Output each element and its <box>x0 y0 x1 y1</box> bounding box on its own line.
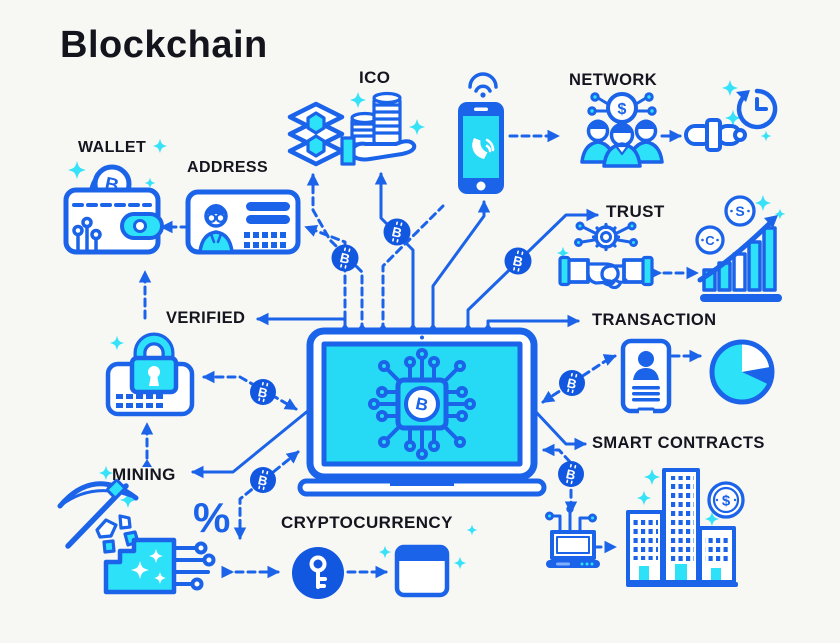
bitcoin-badge-icon: B <box>331 244 359 272</box>
person-doc-icon <box>620 338 672 414</box>
key-circle-icon <box>292 547 344 599</box>
buildings-icon <box>626 468 738 587</box>
label-network: NETWORK <box>569 71 658 89</box>
svg-text:B: B <box>257 472 270 489</box>
svg-text:C: C <box>705 233 715 248</box>
bitcoin-badge-icon: B <box>559 370 585 396</box>
percent-symbol: % <box>193 494 231 541</box>
label-smart-contracts: SMART CONTRACTS <box>592 434 765 452</box>
label-address: ADDRESS <box>187 159 269 176</box>
bitcoin-badge-icon: B <box>250 379 276 405</box>
svg-text:B: B <box>566 375 579 392</box>
sparkle-icon <box>466 524 478 536</box>
sparkle-icon <box>378 545 392 559</box>
sparkle-icon <box>152 138 168 154</box>
label-ico: ICO <box>359 68 391 87</box>
bitcoin-badge-icon: B <box>250 467 276 493</box>
dollar-coin-icon: $ <box>707 481 745 519</box>
page-title: Blockchain <box>60 24 268 66</box>
label-transaction: TRANSACTION <box>592 311 717 329</box>
label-wallet: WALLET <box>78 139 147 156</box>
bitcoin-badge-icon: B <box>383 218 411 246</box>
growth-chart-icon: C S <box>695 195 782 302</box>
wifi-icon <box>468 72 498 93</box>
up-arrowhead <box>142 459 152 467</box>
svg-text:B: B <box>257 384 270 401</box>
coins-hand-icon <box>340 91 417 166</box>
crypto-wallet-icon <box>394 544 450 598</box>
user-group-icon: $ <box>580 92 664 168</box>
chain-link-icon <box>684 118 747 152</box>
svg-text:B: B <box>565 466 578 483</box>
svg-text:B: B <box>338 250 351 267</box>
label-trust: TRUST <box>606 202 665 221</box>
svg-text:B: B <box>511 253 524 270</box>
padlock-card-icon <box>105 332 195 417</box>
label-mining: MINING <box>112 465 176 484</box>
cpu-chip-icon <box>368 348 476 460</box>
label-verified: VERIFIED <box>166 309 246 327</box>
svg-text:B: B <box>414 394 430 415</box>
sparkle-icon <box>453 556 467 570</box>
history-clock-icon <box>736 88 778 130</box>
bitcoin-badge-icon: B <box>504 247 532 275</box>
handshake-gear-icon <box>558 221 654 290</box>
wallet-icon: B <box>63 164 164 255</box>
label-cryptocurrency: CRYPTOCURRENCY <box>281 513 453 532</box>
bitcoin-badges: B B B B B B B <box>250 218 585 493</box>
bitcoin-badge-icon: B <box>558 461 584 487</box>
svg-text:$: $ <box>722 493 731 510</box>
id-card-icon <box>185 189 301 255</box>
svg-text:B: B <box>390 224 403 241</box>
mini-laptop-icon <box>545 505 600 568</box>
cpu-laptop-icon: B <box>297 327 547 497</box>
pie-chart-icon <box>709 339 775 405</box>
blockchain-layers-icon <box>287 101 345 167</box>
svg-text:$: $ <box>618 101 627 118</box>
svg-text:S: S <box>735 203 744 219</box>
phone-call-icon <box>472 138 495 159</box>
pickaxe-icon <box>57 479 139 549</box>
ore-block-icon <box>103 537 216 595</box>
smartphone-call-icon <box>458 72 504 194</box>
